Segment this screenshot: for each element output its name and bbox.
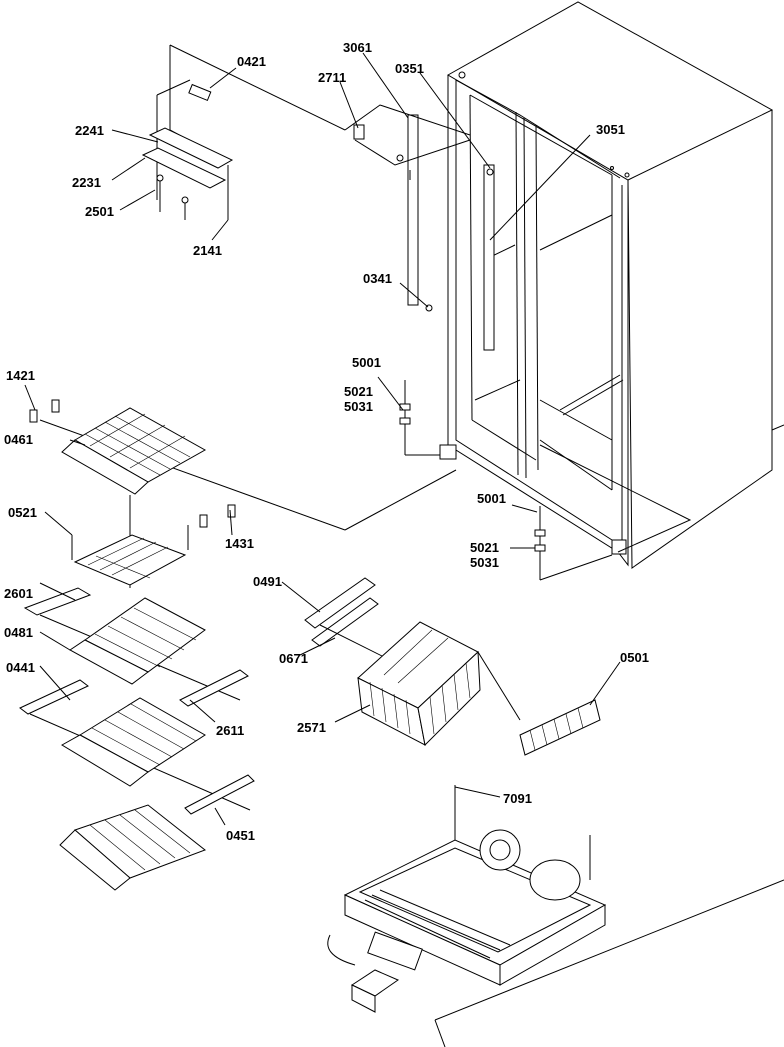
label-1421: 1421 [6,368,35,383]
label-5021-upper: 5021 [344,384,373,399]
label-3061: 3061 [343,40,372,55]
grille-0501 [519,699,601,756]
label-2601: 2601 [4,586,33,601]
freezer-basket [357,621,521,747]
label-7091: 7091 [503,791,532,806]
label-3051: 3051 [596,122,625,137]
label-2241: 2241 [75,123,104,138]
leader-lines [24,52,621,826]
shelf-bottom [59,804,207,891]
label-2711: 2711 [318,70,346,85]
shelf-0441 [19,679,255,815]
label-5031-upper: 5031 [344,399,373,414]
label-0491: 0491 [253,574,282,589]
label-0451: 0451 [226,828,255,843]
label-2571: 2571 [297,720,326,735]
label-2141: 2141 [193,243,222,258]
label-0501: 0501 [620,650,649,665]
label-2611: 2611 [216,723,244,738]
trim-strips [396,114,495,351]
label-1431: 1431 [225,536,254,551]
part-labels: 0421 3061 0351 2711 3051 2241 2231 2501 … [4,40,649,843]
label-0521: 0521 [8,505,37,520]
drawer-slide [304,577,411,671]
label-0421: 0421 [237,54,266,69]
label-5021-lower: 5021 [470,540,499,555]
hinge-hardware-upper [399,380,440,456]
shelf-0521 [71,495,189,588]
label-0341: 0341 [363,271,392,286]
cabinet [344,1,784,569]
label-0671: 0671 [279,651,308,666]
hinge-hardware-lower [534,506,613,581]
label-5001-lower: 5001 [477,491,506,506]
label-2231: 2231 [72,175,101,190]
label-5031-lower: 5031 [470,555,499,570]
label-2501: 2501 [85,204,114,219]
label-0351: 0351 [395,61,424,76]
shelf-0461 [29,399,346,531]
shelf-0481 [23,587,249,707]
machine-compartment [327,785,784,1047]
label-5001-upper: 5001 [352,355,381,370]
label-0481: 0481 [4,625,33,640]
top-bracket-assembly [141,44,471,220]
label-0441: 0441 [6,660,35,675]
label-0461: 0461 [4,432,33,447]
